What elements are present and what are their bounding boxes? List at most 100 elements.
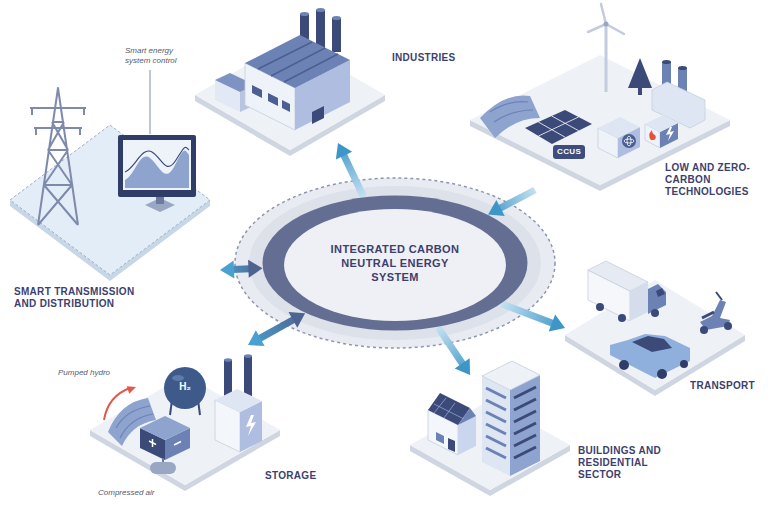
tower-block xyxy=(482,376,510,476)
arrow-shaft xyxy=(502,304,554,324)
hydrogen-tank xyxy=(164,367,206,409)
storage-plant xyxy=(244,356,252,396)
truck-icon xyxy=(588,261,666,322)
truck-icon xyxy=(651,309,659,317)
sector-area: INDUSTRIES xyxy=(200,8,455,143)
arrow-shaft xyxy=(499,190,535,209)
hydrogen-tank xyxy=(172,375,184,381)
arrow-shaft xyxy=(258,319,294,339)
battery-icon xyxy=(140,416,190,460)
car-icon xyxy=(610,334,690,378)
arrow-head xyxy=(455,358,470,375)
air-tank xyxy=(150,462,176,474)
control-monitor xyxy=(156,196,164,204)
battery-icon xyxy=(152,439,154,447)
factory-icon xyxy=(300,12,309,16)
hub-core xyxy=(284,209,506,321)
ccus-tag: CCUS xyxy=(553,145,585,159)
wind-turbine xyxy=(588,24,606,32)
factory-icon xyxy=(284,54,338,82)
truck-icon xyxy=(648,284,666,314)
storage-plant xyxy=(244,354,252,358)
system-ring xyxy=(235,178,555,348)
power-plant xyxy=(678,66,687,70)
scooter-icon xyxy=(702,312,714,318)
wind-turbine xyxy=(606,24,624,34)
truck-icon xyxy=(656,288,665,297)
hydro-dam xyxy=(480,95,540,138)
hydro-dam xyxy=(490,102,533,122)
sector-label: SMART TRANSMISSION AND DISTRIBUTION xyxy=(14,286,154,310)
arrow-shaft xyxy=(438,327,463,365)
gas-unit xyxy=(645,115,678,148)
factory-icon xyxy=(252,85,262,98)
grid-platform xyxy=(10,125,210,275)
grid-platform xyxy=(10,125,210,281)
scooter-icon xyxy=(716,292,722,300)
sector-area: TRANSPORT xyxy=(565,265,760,405)
flow-arrow xyxy=(336,143,364,197)
arrow-head xyxy=(248,260,262,278)
flow-arrow xyxy=(502,304,565,332)
battery-icon xyxy=(140,416,190,440)
sector-label: STORAGE xyxy=(265,470,316,482)
tree-icon xyxy=(638,88,642,95)
gas-unit xyxy=(649,130,656,140)
solar-panel xyxy=(525,110,592,144)
house-icon xyxy=(444,403,455,418)
house-icon xyxy=(428,393,476,455)
house-icon xyxy=(458,408,476,425)
tower-block xyxy=(514,387,536,458)
tree-icon xyxy=(628,58,652,95)
arrow-head xyxy=(220,260,234,278)
sector-area: BUILDINGS AND RESIDENTIAL SECTOR xyxy=(410,375,690,505)
scooter-icon xyxy=(700,292,732,334)
storage-plant xyxy=(215,354,262,452)
factory-icon xyxy=(268,93,278,106)
truck-icon xyxy=(596,303,604,311)
callout-note: Smart energy system control xyxy=(125,46,197,66)
sector-label: BUILDINGS AND RESIDENTIAL SECTOR xyxy=(578,445,688,481)
system-hub: INTEGRATED CARBON NEUTRAL ENERGY SYSTEM xyxy=(262,195,528,331)
system-ring xyxy=(249,186,541,340)
control-monitor xyxy=(123,140,191,190)
car-icon xyxy=(680,360,688,368)
factory-icon xyxy=(215,8,350,130)
car-icon xyxy=(632,336,672,352)
gas-unit xyxy=(645,115,678,132)
sector-area: SMART TRANSMISSION AND DISTRIBUTION xyxy=(8,40,220,312)
sector-label: LOW AND ZERO-CARBON TECHNOLOGIES xyxy=(665,162,760,198)
solar-panel xyxy=(539,117,579,136)
leader-line xyxy=(150,70,151,134)
gas-unit xyxy=(666,127,674,141)
nuclear-unit xyxy=(598,117,640,158)
sector-label: TRANSPORT xyxy=(690,380,755,392)
air-tank xyxy=(150,458,176,474)
pylon xyxy=(30,88,86,225)
scooter-icon xyxy=(724,322,732,330)
house-icon xyxy=(436,432,444,444)
arrow-shaft xyxy=(232,265,250,273)
wind-turbine xyxy=(605,24,608,92)
truck-icon xyxy=(618,314,626,322)
factory-icon xyxy=(258,42,312,69)
storage-plant xyxy=(224,358,232,362)
tree-icon xyxy=(628,58,652,88)
nuclear-unit xyxy=(624,139,634,143)
wind-turbine xyxy=(604,22,609,27)
pylon xyxy=(30,88,86,225)
flow-arrow xyxy=(248,312,305,346)
arrow-head xyxy=(336,143,352,160)
sector-label: INDUSTRIES xyxy=(392,52,456,64)
leader-line xyxy=(150,70,151,134)
pumped-hydro-dam xyxy=(104,388,130,420)
car-icon xyxy=(610,334,690,379)
tower-block xyxy=(486,388,506,458)
wind-turbine xyxy=(601,4,606,24)
control-monitor xyxy=(118,135,196,197)
solar-panel xyxy=(525,110,592,144)
arrow-head xyxy=(289,312,306,328)
factory-icon xyxy=(312,106,324,124)
storage-plant xyxy=(246,415,256,436)
factory-icon xyxy=(245,35,350,88)
